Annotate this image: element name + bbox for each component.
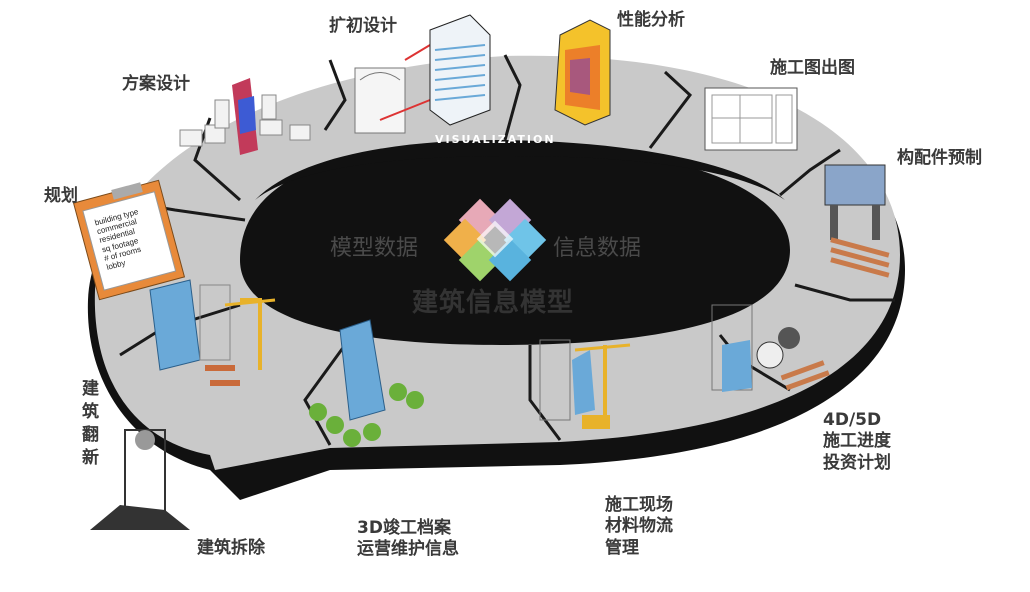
design-development-illustration <box>354 14 491 134</box>
demolition-illustration <box>90 429 190 530</box>
performance-analysis-illustration <box>554 19 611 126</box>
jindu-line: 施工进度 <box>823 431 891 452</box>
ring-inner-band <box>255 140 785 200</box>
bim-cube-logo <box>443 198 547 282</box>
fanxin-char: 翻 <box>82 424 99 445</box>
stage-label-shigongtu: 施工图出图 <box>770 58 855 78</box>
divider-line <box>303 344 347 446</box>
stage-label-guihua: 规划 <box>44 186 78 206</box>
jungong-line: 3D竣工档案 <box>357 518 451 538</box>
stage-label-kuochu: 扩初设计 <box>329 16 397 36</box>
construction-site-illustration <box>539 339 631 429</box>
stage-label-jindu: 4D/5D 施工进度 投资计划 <box>823 410 891 474</box>
divider-line <box>648 70 693 149</box>
renovation-illustration <box>149 279 276 386</box>
prefabrication-illustration <box>824 164 890 278</box>
planning-clipboard-illustration <box>72 179 186 301</box>
divider-line <box>794 283 895 302</box>
divider-line <box>779 148 841 197</box>
as-built-archive-illustration <box>309 319 424 447</box>
stage-label-chaichu: 建筑拆除 <box>197 538 265 558</box>
jindu-line: 4D/5D <box>823 410 882 430</box>
fanxin-char: 筑 <box>82 401 99 422</box>
xianchang-line: 施工现场 <box>605 495 673 515</box>
fanxin-char: 建 <box>82 379 99 399</box>
stage-label-goupeijian: 构配件预制 <box>897 148 982 168</box>
construction-drawing-illustration <box>704 87 798 151</box>
stage-label-jungong: 3D竣工档案 运营维护信息 <box>357 518 459 561</box>
divider-line <box>528 345 562 441</box>
divider-line <box>503 54 522 141</box>
model-data-label: 模型数据 <box>330 236 419 261</box>
jungong-line: 运营维护信息 <box>357 539 459 560</box>
stage-label-fanxin: 建 筑 翻 新 <box>82 378 99 470</box>
stage-label-fangan: 方案设计 <box>122 74 190 94</box>
ring-caption: VISUALIZATION <box>435 133 556 146</box>
ring-top-surface <box>94 55 901 470</box>
bim-title: 建筑信息模型 <box>412 288 575 318</box>
information-data-label: 信息数据 <box>553 236 642 261</box>
xianchang-line: 管理 <box>605 537 639 558</box>
jindu-line: 投资计划 <box>823 452 891 473</box>
stage-label-xingneng: 性能分析 <box>617 10 685 30</box>
stage-label-xianchang: 施工现场 材料物流 管理 <box>605 495 673 559</box>
schedule-cost-illustration <box>711 304 830 392</box>
fanxin-char: 新 <box>82 447 99 468</box>
divider-line <box>323 59 347 131</box>
xianchang-line: 材料物流 <box>605 516 673 537</box>
schematic-design-illustration <box>179 78 311 155</box>
